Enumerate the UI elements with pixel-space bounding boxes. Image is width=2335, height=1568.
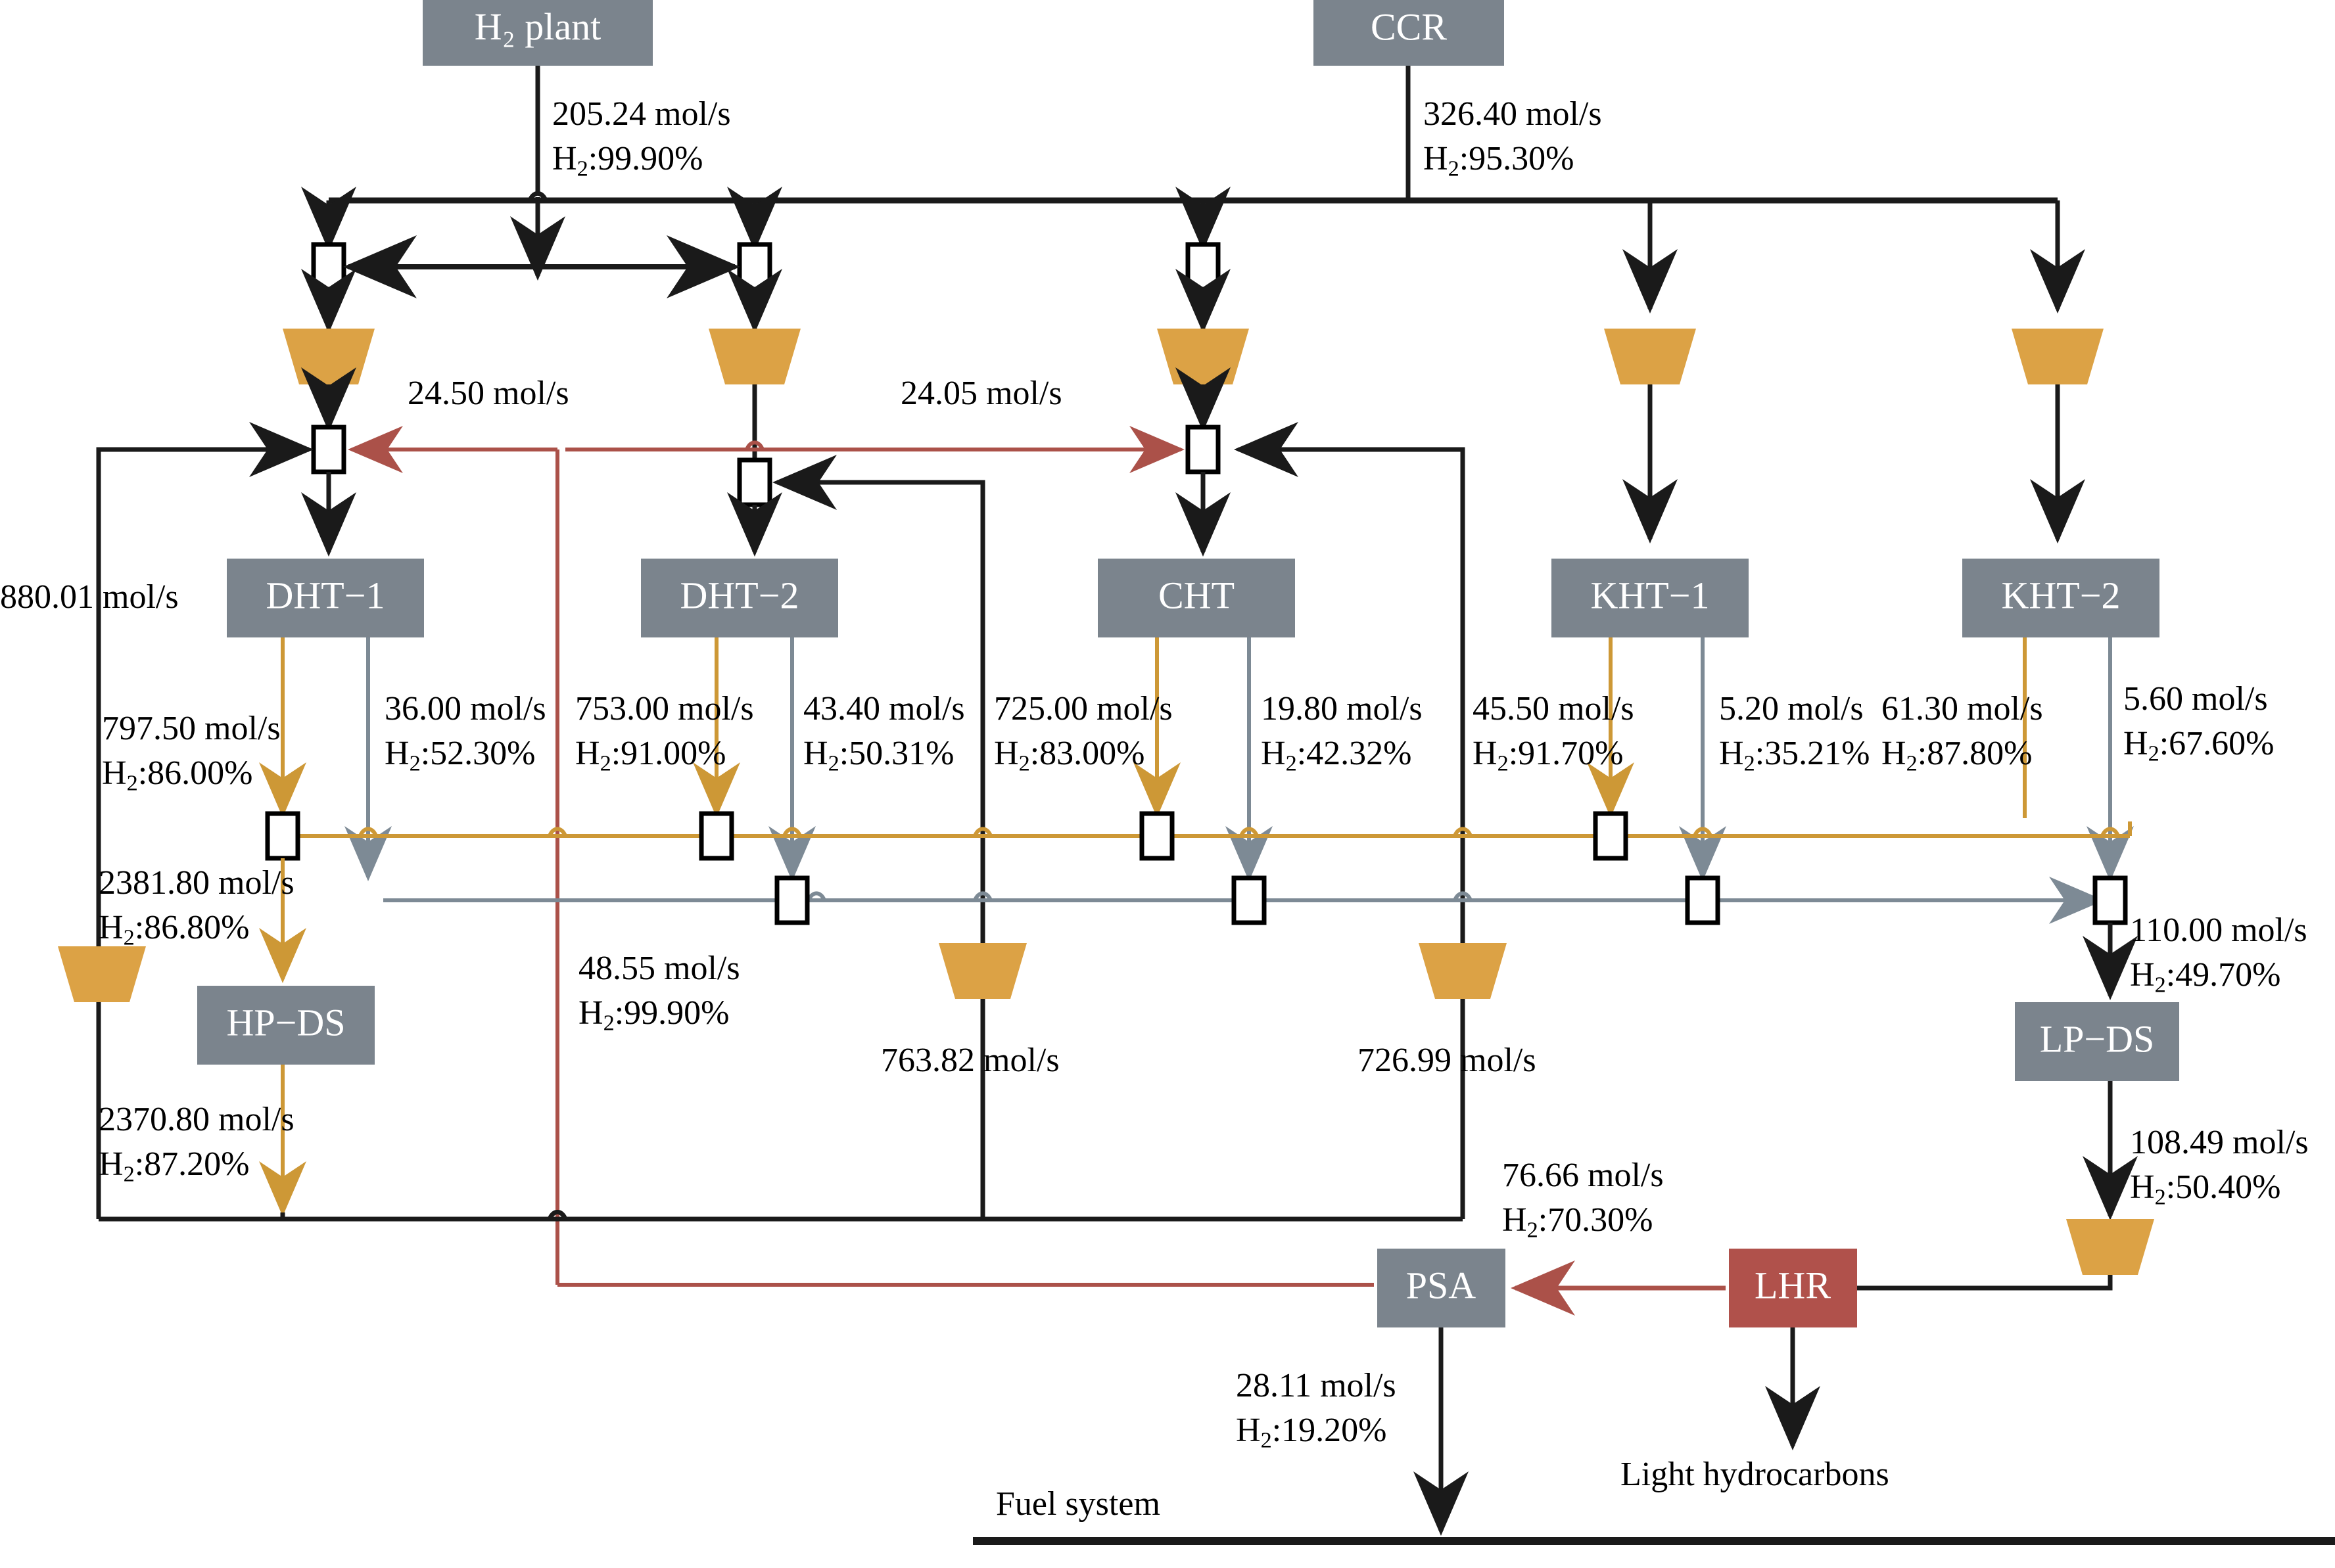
stream-label-kht1-lp: 5.20 mol/s H2:35.21% [1719, 687, 1870, 778]
mixer-dht2[interactable] [737, 457, 772, 507]
unit-dht1-label: DHT−1 [266, 574, 385, 616]
valve-hp-kht1[interactable] [1593, 811, 1628, 861]
stream-label-rec-mid: 24.05 mol/s [901, 375, 1062, 412]
unit-cht-label: CHT [1158, 574, 1235, 616]
valve-top-left[interactable] [311, 242, 346, 292]
purity-hp-out: H2:87.20% [99, 1145, 250, 1187]
stream-label-kht2-hp: 61.30 mol/s H2:87.80% [1881, 687, 2043, 778]
source-h2plant-label: H₂ plant [475, 5, 601, 48]
stream-label-dht1-lp: 36.00 mol/s H2:52.30% [385, 687, 546, 778]
source-ccr [1313, 0, 1504, 66]
stream-label-cht-hp: 725.00 mol/s H2:83.00% [994, 687, 1173, 778]
purity-dht2-lp: H2:50.31% [803, 734, 955, 776]
sink-light-hydrocarbons-label: Light hydrocarbons [1620, 1456, 1889, 1493]
unit-lhr-label: LHR [1755, 1264, 1831, 1306]
unit-hpds-label: HP−DS [227, 1001, 346, 1044]
compressor-cht [1157, 329, 1249, 384]
purity-kht1-hp: H2:91.70% [1473, 734, 1624, 776]
compressor-726 [1419, 943, 1507, 999]
valve-top-cht[interactable] [1185, 242, 1221, 292]
stream-label-lp-out: 108.49 mol/s H2:50.40% [2130, 1120, 2309, 1212]
unit-kht2-label: KHT−2 [2002, 574, 2121, 616]
stream-label-dht2-lp: 43.40 mol/s H2:50.31% [803, 687, 965, 778]
stream-label-hp-out: 2370.80 mol/s H2:87.20% [99, 1097, 295, 1189]
valve-lp-kht2[interactable] [2092, 875, 2128, 925]
purity-cht-hp: H2:83.00% [994, 734, 1145, 776]
unit-lhr [1729, 1249, 1857, 1327]
purity-dht1-lp: H2:52.30% [385, 734, 536, 776]
stream-label-kht2-lp: 5.60 mol/s H2:67.60% [2123, 677, 2274, 768]
compressor-kht1 [1604, 329, 1696, 384]
purity-kht2-hp: H2:87.80% [1881, 734, 2033, 776]
compressor-kht2 [2012, 329, 2104, 384]
valve-lp-cht[interactable] [1231, 875, 1267, 925]
purity-lhr-psa: H2:70.30% [1502, 1201, 1653, 1243]
stream-label-lhr-psa: 76.66 mol/s H2:70.30% [1502, 1153, 1664, 1245]
valve-lp-dht2[interactable] [774, 875, 810, 925]
compressor-dht1 [283, 329, 375, 384]
unit-dht1 [227, 559, 424, 637]
valve-top-dht2[interactable] [737, 242, 772, 292]
valve-hp-dht2[interactable] [699, 811, 734, 861]
purity-h2plant: H2:99.90% [552, 139, 703, 181]
unit-psa [1377, 1249, 1505, 1327]
stream-label-kht1-hp: 45.50 mol/s H2:91.70% [1473, 687, 1634, 778]
unit-kht1 [1551, 559, 1749, 637]
compressor-dht2 [709, 329, 801, 384]
unit-dht2-label: DHT−2 [680, 574, 799, 616]
stream-label-ccr: 326.40 mol/s H2:95.30% [1423, 92, 1602, 183]
purity-ccr: H2:95.30% [1423, 139, 1574, 181]
purity-cht-lp: H2:42.32% [1261, 734, 1412, 776]
unit-psa-label: PSA [1406, 1264, 1476, 1306]
stream-label-h2plant: 205.24 mol/s H2:99.90% [552, 92, 731, 183]
purity-psa-product: H2:99.90% [578, 994, 730, 1036]
purity-dht1-hp: H2:86.00% [102, 754, 253, 796]
unit-lpds [2015, 1002, 2179, 1081]
unit-dht2 [641, 559, 838, 637]
stream-label-726: 726.99 mol/s [1357, 1042, 1536, 1079]
purity-lp-out: H2:50.40% [2130, 1168, 2281, 1210]
purity-lp-in: H2:49.70% [2130, 956, 2281, 998]
stream-label-880: 880.01 mol/s [0, 578, 179, 616]
stream-label-lp-in: 110.00 mol/s H2:49.70% [2130, 908, 2307, 1000]
source-ccr-label: CCR [1371, 5, 1447, 48]
source-h2plant [423, 0, 653, 66]
stream-label-cht-lp: 19.80 mol/s H2:42.32% [1261, 687, 1423, 778]
stream-label-rec-left: 24.50 mol/s [408, 375, 569, 412]
valve-hp-dht1[interactable] [265, 811, 300, 861]
purity-kht1-lp: H2:35.21% [1719, 734, 1870, 776]
stream-label-763: 763.82 mol/s [881, 1042, 1060, 1079]
unit-cht [1098, 559, 1295, 637]
purity-hp-in: H2:86.80% [99, 908, 250, 950]
stream-label-dht2-hp: 753.00 mol/s H2:91.00% [575, 687, 754, 778]
valve-hp-cht[interactable] [1139, 811, 1175, 861]
unit-kht2 [1962, 559, 2159, 637]
compressor-763 [939, 943, 1027, 999]
compressor-lpds-out [2066, 1219, 2154, 1275]
unit-hpds [197, 986, 375, 1065]
unit-kht1-label: KHT−1 [1591, 574, 1710, 616]
purity-kht2-lp: H2:67.60% [2123, 724, 2275, 766]
compressor-hp-recycle [58, 946, 146, 1002]
stream-label-psa-product: 48.55 mol/s H2:99.90% [578, 946, 740, 1038]
unit-lpds-label: LP−DS [2040, 1017, 2155, 1060]
purity-fuel: H2:19.20% [1236, 1411, 1387, 1453]
sink-fuel-system-label: Fuel system [996, 1485, 1160, 1523]
stream-label-fuel: 28.11 mol/s H2:19.20% [1236, 1364, 1396, 1455]
mixer-dht1[interactable] [311, 425, 346, 474]
valve-lp-kht1[interactable] [1685, 875, 1720, 925]
stream-label-hp-in: 2381.80 mol/s H2:86.80% [99, 861, 295, 952]
purity-dht2-hp: H2:91.00% [575, 734, 726, 776]
stream-label-dht1-hp: 797.50 mol/s H2:86.00% [102, 706, 281, 798]
mixer-cht[interactable] [1185, 425, 1221, 474]
